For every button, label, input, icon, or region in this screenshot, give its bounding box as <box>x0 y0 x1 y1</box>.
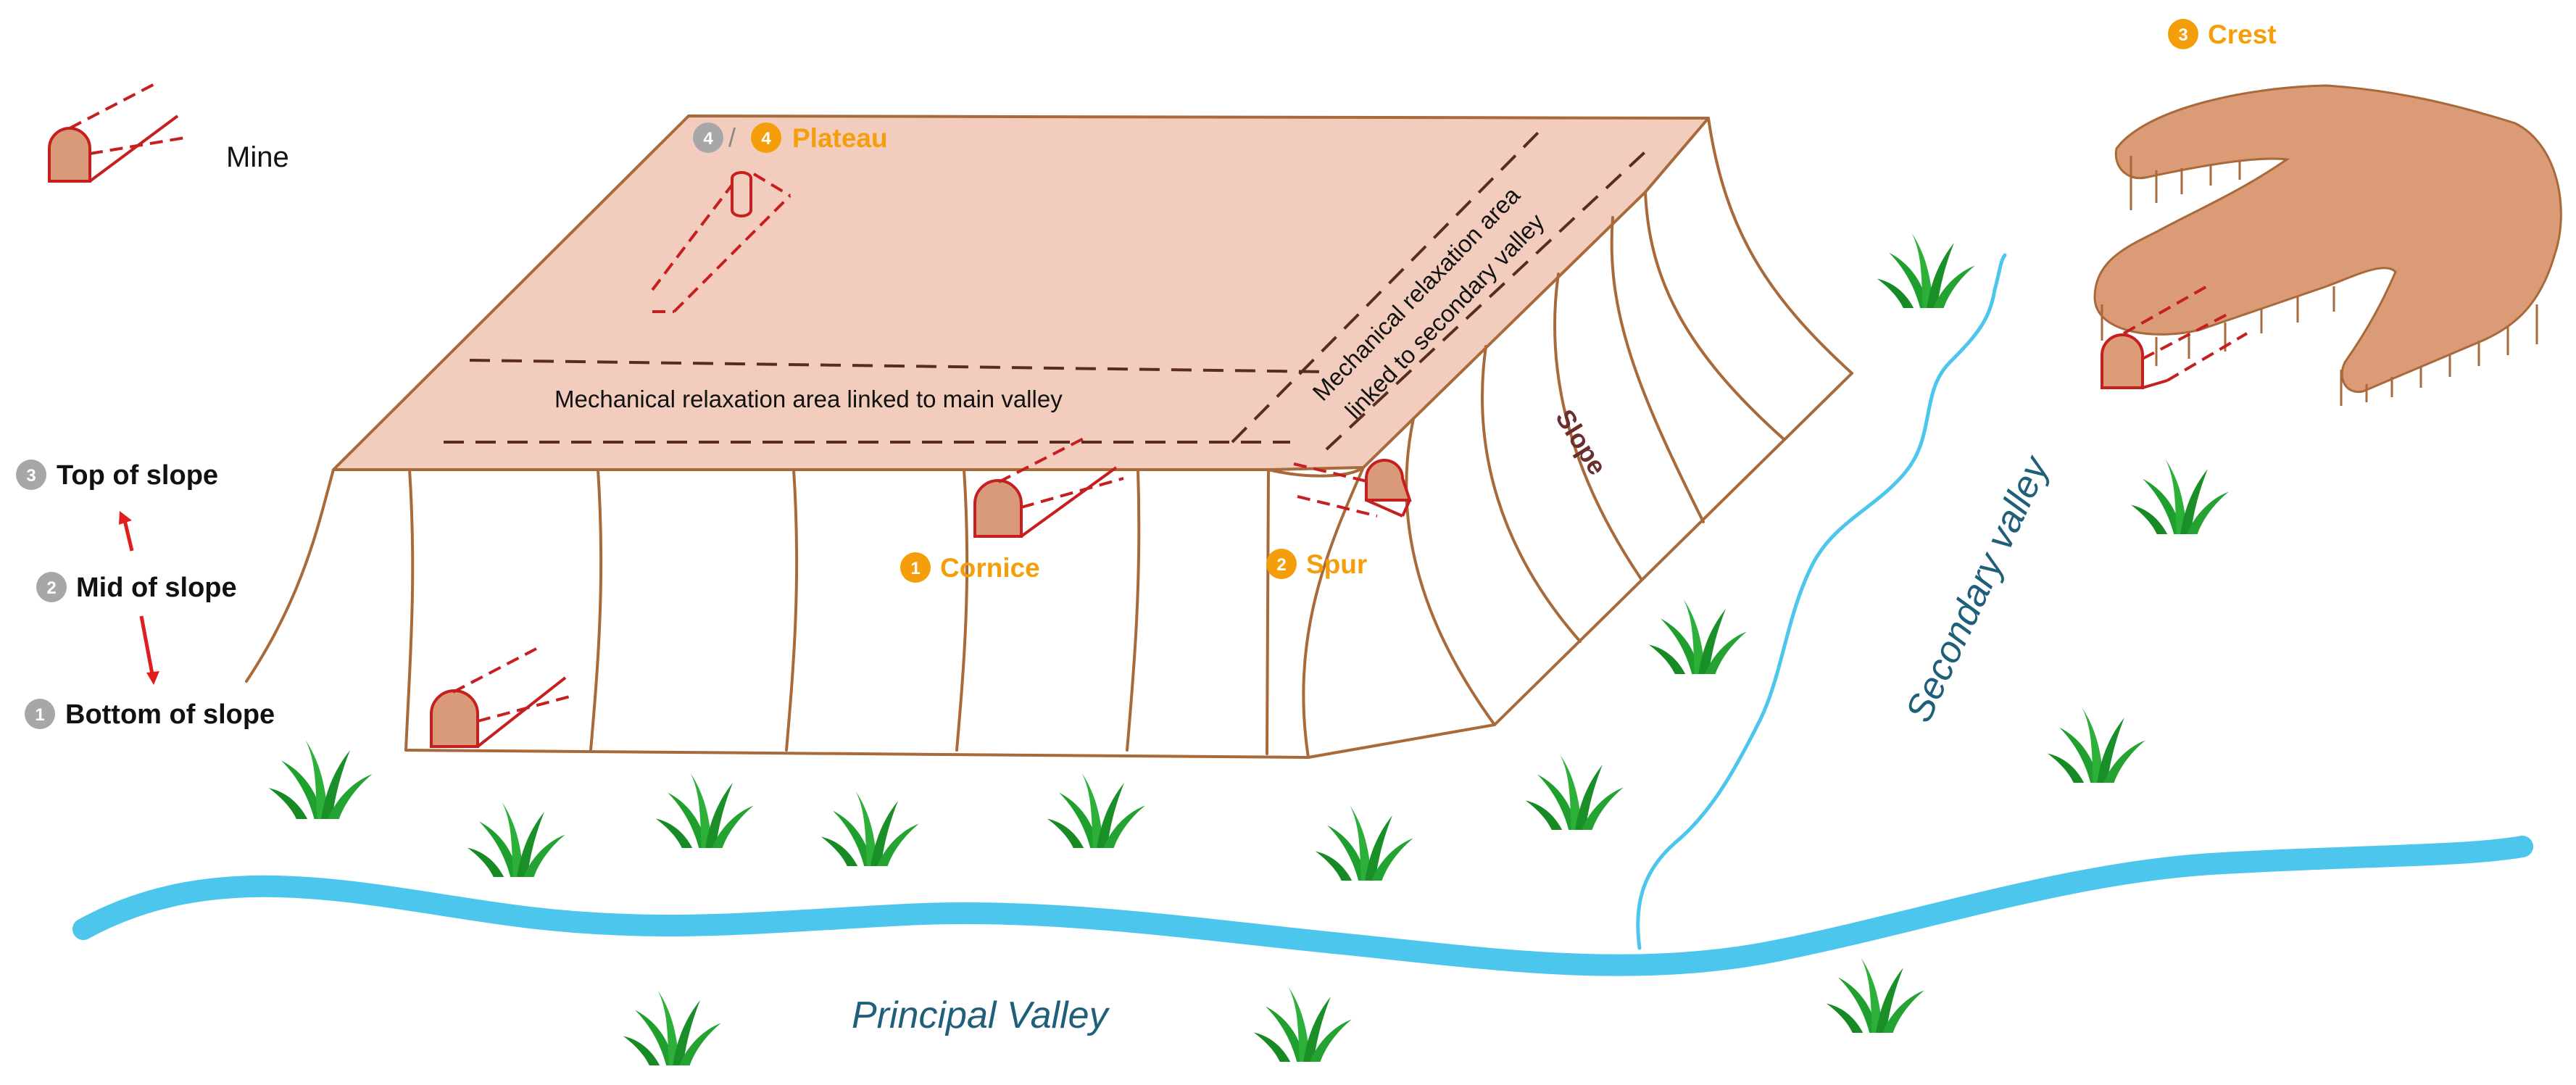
legend-mine-label: Mine <box>226 141 289 173</box>
cliff-left-curve <box>245 468 335 683</box>
cliff-lines <box>404 191 1784 755</box>
spur-label: 2 Spur <box>1266 549 1367 579</box>
main-relaxation-label: Mechanical relaxation area linked to mai… <box>554 386 1063 412</box>
crest-label: 3 Crest <box>2168 19 2277 49</box>
front-cliff-face <box>333 470 1312 757</box>
svg-text:/: / <box>728 122 736 152</box>
svg-text:Mid of slope: Mid of slope <box>76 573 237 603</box>
mine-bottom-of-slope <box>430 647 573 748</box>
mine-crest <box>2101 285 2248 389</box>
legend-mine-icon <box>48 82 186 183</box>
slope-back-curve <box>1707 117 1853 375</box>
spur-top-edge <box>1267 466 1365 478</box>
cliff-bottom-edge <box>404 749 1310 759</box>
svg-text:4: 4 <box>703 129 713 149</box>
svg-text:1: 1 <box>35 705 44 725</box>
svg-text:Cornice: Cornice <box>940 553 1040 583</box>
svg-text:2: 2 <box>1276 555 1286 575</box>
crest-cliff-ticks <box>2101 156 2538 406</box>
relaxation-boundaries <box>444 129 1654 451</box>
crest-landform <box>2093 84 2562 394</box>
secondary-river <box>1636 253 2007 950</box>
principal-river <box>72 836 2533 976</box>
mine-plateau <box>651 171 792 313</box>
mine-spur <box>1293 459 1412 517</box>
mid-of-slope-label: 2 Mid of slope <box>36 572 237 603</box>
top-of-slope-label: 3 Top of slope <box>16 460 218 491</box>
principal-valley-label: Principal Valley <box>852 994 1110 1036</box>
svg-text:Spur: Spur <box>1306 549 1367 579</box>
svg-text:1: 1 <box>910 559 920 578</box>
spur-edge <box>1302 466 1365 759</box>
svg-text:2: 2 <box>46 578 56 598</box>
secondary-valley-label: Secondary valley <box>1898 449 2058 728</box>
svg-text:Plateau: Plateau <box>792 123 888 153</box>
bottom-of-slope-label: 1 Bottom of slope <box>25 699 275 730</box>
svg-text:4: 4 <box>761 129 771 149</box>
svg-text:Crest: Crest <box>2208 20 2277 49</box>
svg-text:Top of slope: Top of slope <box>57 460 218 491</box>
right-slope-face <box>1312 118 1852 725</box>
svg-text:Bottom of slope: Bottom of slope <box>65 699 275 730</box>
plateau-label: 4 / 4 Plateau <box>693 122 888 153</box>
mine-cornice <box>973 437 1124 538</box>
svg-text:3: 3 <box>2178 25 2187 45</box>
svg-text:3: 3 <box>26 466 36 486</box>
slope-level-arrows <box>119 511 159 685</box>
cornice-label: 1 Cornice <box>900 552 1040 583</box>
